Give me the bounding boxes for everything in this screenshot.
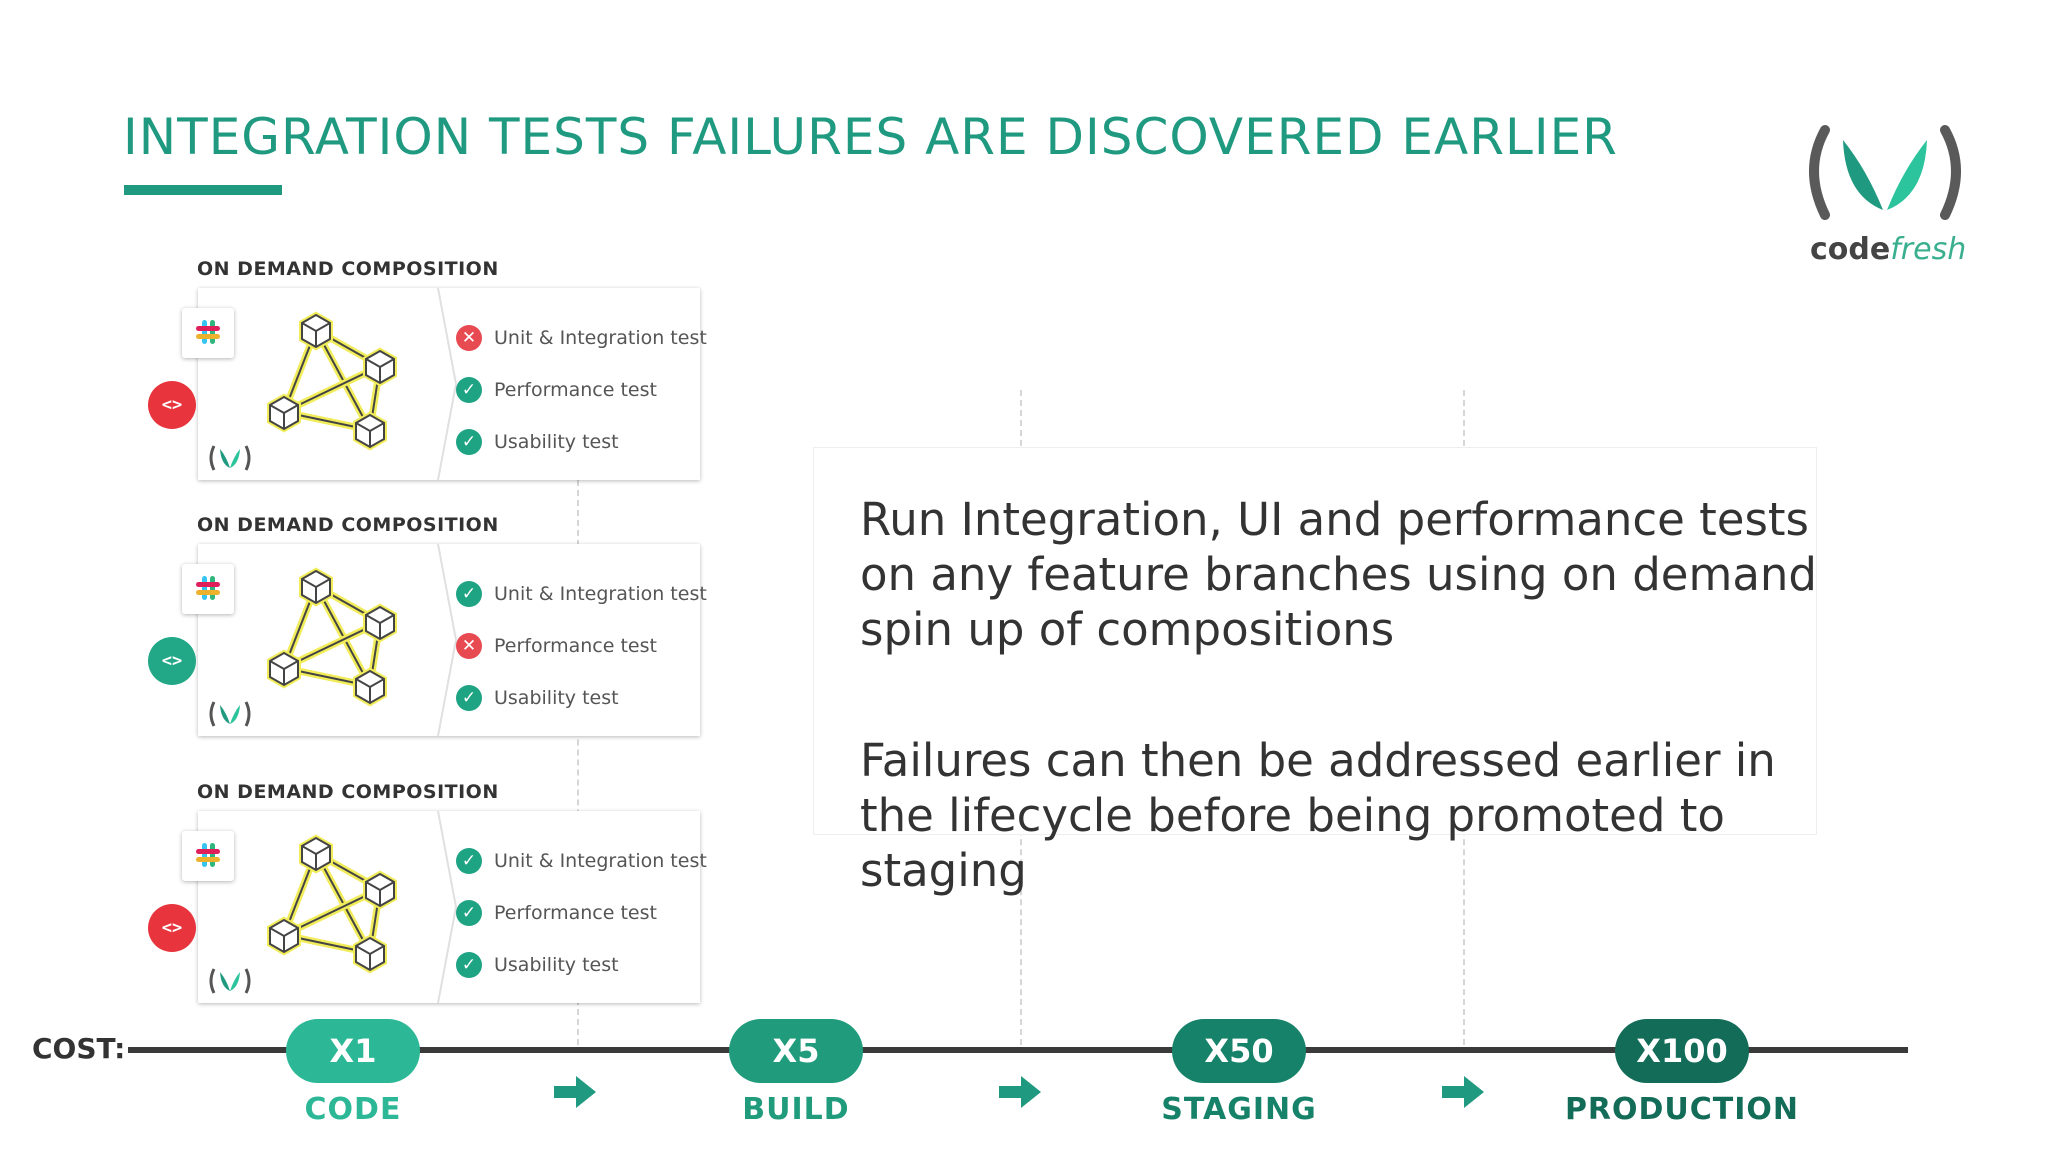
stage-name-code: CODE xyxy=(304,1092,402,1127)
check-icon: ✓ xyxy=(456,952,482,978)
test-item: ✕ Unit & Integration test xyxy=(456,312,707,364)
composition-card: ✓ Unit & Integration test ✕ Performance tes… xyxy=(198,544,707,736)
stage-pill-build: X5 xyxy=(729,1019,863,1083)
composition-graph-icon xyxy=(267,567,397,707)
check-icon: ✓ xyxy=(456,685,482,711)
test-label: Performance test xyxy=(494,635,657,657)
codefresh-logo xyxy=(1809,125,1961,220)
test-item: ✓ Unit & Integration test xyxy=(456,835,707,887)
check-icon: ✓ xyxy=(456,900,482,926)
test-item: ✕ Performance test xyxy=(456,620,707,672)
test-label: Performance test xyxy=(494,379,657,401)
test-item: ✓ Performance test xyxy=(456,887,707,939)
description-paragraph-1: Run Integration, UI and performance test… xyxy=(860,493,1817,656)
composition-card: ✕ Unit & Integration test ✓ Performance tes… xyxy=(198,288,707,480)
test-label: Unit & Integration test xyxy=(494,327,707,349)
slack-icon xyxy=(182,831,234,881)
check-icon: ✓ xyxy=(456,581,482,607)
slack-icon xyxy=(182,308,234,358)
test-label: Unit & Integration test xyxy=(494,850,707,872)
error-icon: ✕ xyxy=(456,633,482,659)
test-item: ✓ Usability test xyxy=(456,672,707,724)
git-icon: <> xyxy=(148,381,196,429)
guide-line-code xyxy=(577,480,579,1045)
cost-label: COST: xyxy=(32,1032,126,1065)
stage-name-build: BUILD xyxy=(742,1092,850,1127)
git-icon: <> xyxy=(148,904,196,952)
codefresh-mini-icon xyxy=(209,701,251,727)
codefresh-mini-icon xyxy=(209,968,251,994)
composition-graph-icon xyxy=(267,311,397,451)
test-item: ✓ Unit & Integration test xyxy=(456,568,707,620)
card-divider xyxy=(437,544,458,736)
test-list: ✓ Unit & Integration test ✕ Performance tes… xyxy=(456,568,707,724)
codefresh-mini-icon xyxy=(209,445,251,471)
test-item: ✓ Usability test xyxy=(456,939,707,991)
stage-name-staging: STAGING xyxy=(1161,1092,1317,1127)
composition-label: ON DEMAND COMPOSITION xyxy=(197,781,499,803)
cost-timeline xyxy=(128,1047,1908,1053)
check-icon: ✓ xyxy=(456,848,482,874)
error-icon: ✕ xyxy=(456,325,482,351)
stage-pill-staging: X50 xyxy=(1172,1019,1306,1083)
card-divider xyxy=(437,288,458,480)
composition-label: ON DEMAND COMPOSITION xyxy=(197,514,499,536)
test-item: ✓ Performance test xyxy=(456,364,707,416)
git-icon: <> xyxy=(148,637,196,685)
test-label: Usability test xyxy=(494,431,619,453)
test-label: Usability test xyxy=(494,954,619,976)
stage-pill-production: X100 xyxy=(1615,1019,1749,1083)
arrow-right-icon xyxy=(1442,1076,1484,1108)
test-label: Usability test xyxy=(494,687,619,709)
check-icon: ✓ xyxy=(456,377,482,403)
slide-title: INTEGRATION TESTS FAILURES ARE DISCOVERE… xyxy=(123,108,1618,166)
title-underline xyxy=(124,185,282,195)
description-paragraph-2: Failures can then be addressed earlier i… xyxy=(860,734,1776,897)
test-item: ✓ Usability test xyxy=(456,416,707,468)
composition-graph-icon xyxy=(267,834,397,974)
arrow-right-icon xyxy=(999,1076,1041,1108)
composition-label: ON DEMAND COMPOSITION xyxy=(197,258,499,280)
slack-icon xyxy=(182,564,234,614)
stage-pill-code: X1 xyxy=(286,1019,420,1083)
test-label: Unit & Integration test xyxy=(494,583,707,605)
test-list: ✓ Unit & Integration test ✓ Performance tes… xyxy=(456,835,707,991)
card-divider xyxy=(437,811,458,1003)
test-label: Performance test xyxy=(494,902,657,924)
description-box xyxy=(813,447,1817,835)
test-list: ✕ Unit & Integration test ✓ Performance tes… xyxy=(456,312,707,468)
stage-name-production: PRODUCTION xyxy=(1564,1092,1800,1127)
codefresh-wordmark: codefresh xyxy=(1810,232,1967,267)
check-icon: ✓ xyxy=(456,429,482,455)
arrow-right-icon xyxy=(554,1076,596,1108)
composition-card: ✓ Unit & Integration test ✓ Performance tes… xyxy=(198,811,707,1003)
